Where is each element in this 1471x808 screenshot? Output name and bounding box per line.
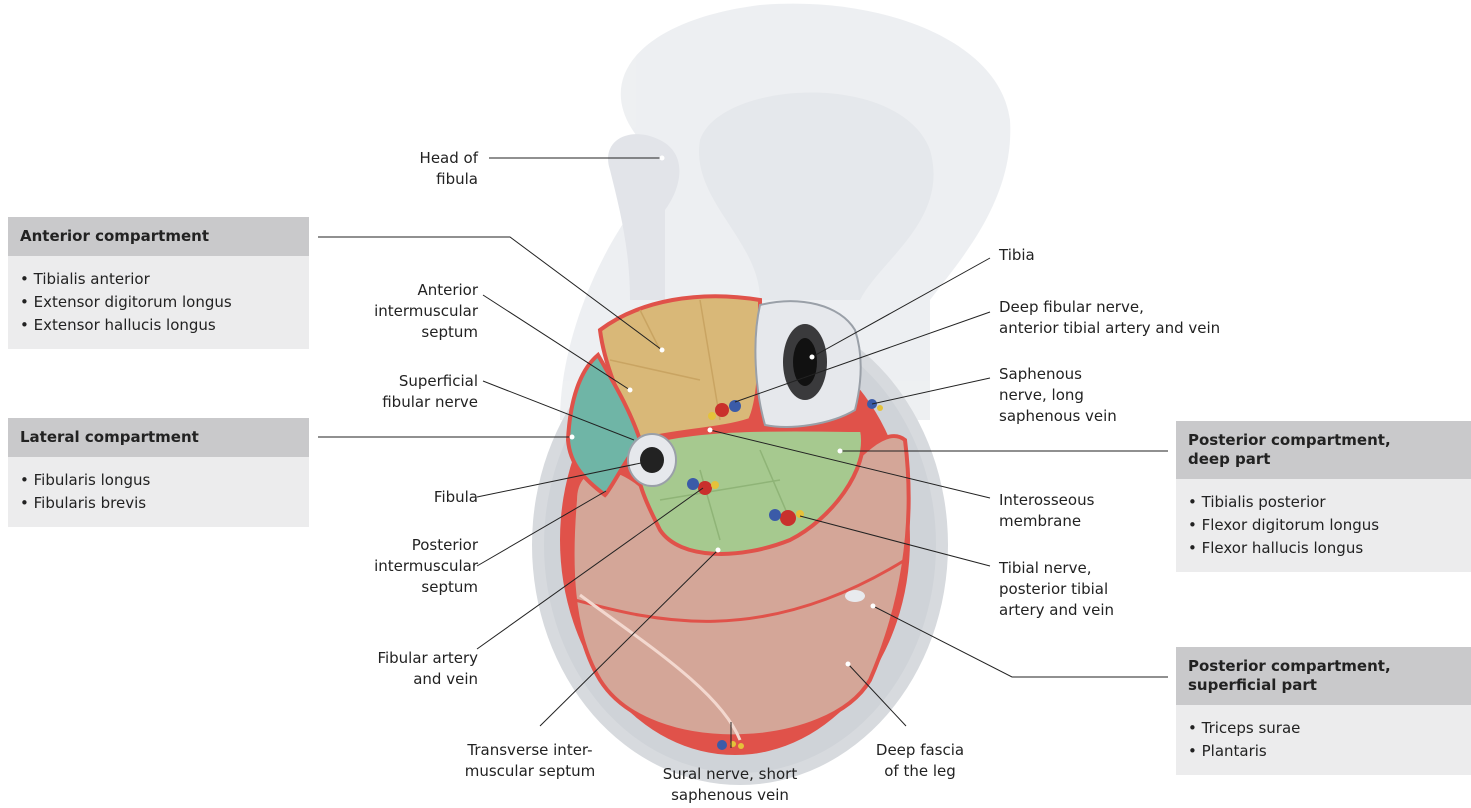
muscle-item: • Fibularis longus: [20, 469, 297, 492]
label-posterior-intermuscular-septum: Posterior intermuscular septum: [374, 535, 478, 598]
muscle-item: • Plantaris: [1188, 740, 1459, 763]
muscle-item: • Tibialis anterior: [20, 268, 297, 291]
anterior-compartment-box: Anterior compartment • Tibialis anterior…: [8, 217, 309, 349]
muscle-item: • Flexor digitorum longus: [1188, 514, 1459, 537]
label-tibia: Tibia: [999, 245, 1035, 266]
label-sural-nerve: Sural nerve, short saphenous vein: [640, 764, 820, 806]
label-fibular-artery-and-vein: Fibular artery and vein: [377, 648, 478, 690]
label-anterior-intermuscular-septum: Anterior intermuscular septum: [374, 280, 478, 343]
plantaris-tendon: [845, 590, 865, 602]
label-tibial-nerve: Tibial nerve, posterior tibial artery an…: [999, 558, 1114, 621]
muscle-item: • Extensor hallucis longus: [20, 314, 297, 337]
posterior-superficial-title: Posterior compartment, superficial part: [1176, 647, 1471, 705]
label-transverse-intermuscular-septum: Transverse inter- muscular septum: [435, 740, 625, 782]
anterior-compartment-title: Anterior compartment: [8, 217, 309, 256]
label-head-of-fibula: Head of fibula: [420, 148, 478, 190]
label-superficial-fibular-nerve: Superficial fibular nerve: [382, 371, 478, 413]
label-deep-fibular-nerve: Deep fibular nerve, anterior tibial arte…: [999, 297, 1220, 339]
posterior-deep-box: Posterior compartment, deep part • Tibia…: [1176, 421, 1471, 572]
posterior-deep-title: Posterior compartment, deep part: [1176, 421, 1471, 479]
label-deep-fascia: Deep fascia of the leg: [860, 740, 980, 782]
muscle-item: • Flexor hallucis longus: [1188, 537, 1459, 560]
muscle-item: • Extensor digitorum longus: [20, 291, 297, 314]
label-fibula: Fibula: [434, 487, 478, 508]
muscle-item: • Triceps surae: [1188, 717, 1459, 740]
muscle-item: • Tibialis posterior: [1188, 491, 1459, 514]
posterior-superficial-box: Posterior compartment, superficial part …: [1176, 647, 1471, 775]
muscle-item: • Fibularis brevis: [20, 492, 297, 515]
lateral-compartment-title: Lateral compartment: [8, 418, 309, 457]
label-interosseous-membrane: Interosseous membrane: [999, 490, 1094, 532]
fibula-marrow: [640, 447, 664, 473]
lateral-compartment-box: Lateral compartment • Fibularis longus •…: [8, 418, 309, 527]
label-saphenous-nerve: Saphenous nerve, long saphenous vein: [999, 364, 1117, 427]
